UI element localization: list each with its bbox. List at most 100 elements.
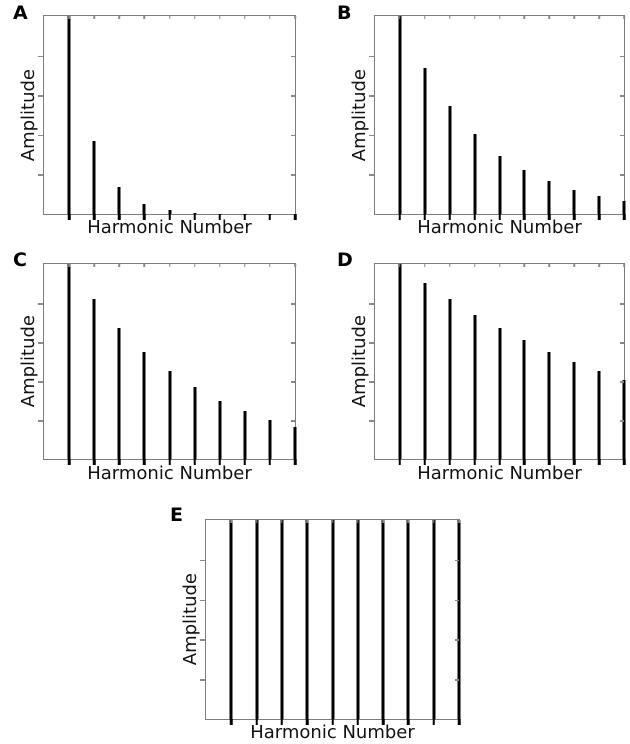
stem-bar-harmonic-4	[473, 314, 477, 459]
stem-bar-harmonic-5	[498, 328, 501, 459]
panel-letter: D	[337, 249, 353, 271]
y-axis-tick-mirror	[291, 342, 295, 344]
stem-bar-harmonic-1	[67, 264, 71, 459]
panel-letter: E	[170, 504, 183, 526]
plot-area	[369, 15, 626, 220]
x-axis-tick	[572, 459, 576, 465]
plot-area	[38, 263, 297, 465]
x-axis-tick	[230, 719, 233, 725]
x-axis-tick	[597, 214, 601, 220]
x-axis-tick-mirror	[357, 520, 359, 523]
x-axis-tick	[423, 459, 427, 465]
stem-bar-harmonic-9	[432, 520, 436, 719]
x-axis-tick-mirror	[143, 264, 146, 267]
x-axis-tick-mirror	[523, 264, 526, 267]
x-axis-tick	[168, 214, 171, 220]
y-axis-tick	[38, 420, 43, 422]
x-axis-tick-mirror	[399, 16, 401, 19]
y-axis-tick	[200, 679, 205, 681]
stem-bar-harmonic-9	[597, 196, 601, 214]
stem-bar-harmonic-2	[423, 282, 427, 459]
stem-bar-harmonic-5	[498, 155, 501, 214]
x-axis-tick-mirror	[623, 16, 625, 19]
y-axis-tick-mirror	[291, 174, 295, 176]
y-axis-tick	[369, 381, 374, 383]
stem-bar-harmonic-9	[597, 371, 601, 459]
x-axis-tick	[218, 214, 221, 220]
y-axis-tick	[369, 55, 374, 58]
stem-bar-harmonic-2	[92, 299, 96, 459]
x-axis-tick	[398, 214, 402, 220]
stem-bar-harmonic-5	[168, 371, 171, 459]
x-axis-tick-mirror	[473, 264, 476, 267]
x-axis-tick-mirror	[523, 16, 526, 19]
x-axis-tick-mirror	[230, 520, 233, 523]
y-axis-tick-mirror	[620, 420, 624, 422]
x-axis-tick	[498, 459, 501, 465]
y-axis-tick	[369, 342, 374, 344]
x-axis-tick	[523, 459, 526, 465]
stem-bar-harmonic-4	[142, 351, 146, 459]
stem-bar-harmonic-3	[117, 328, 121, 459]
stem-bar-harmonic-10	[457, 520, 461, 719]
y-axis-tick-mirror	[455, 559, 459, 562]
plot-area	[200, 519, 461, 725]
x-axis-tick	[92, 459, 96, 465]
stem-bar-harmonic-2	[92, 140, 96, 214]
y-axis-tick	[369, 174, 374, 176]
stem-bar-harmonic-3	[117, 187, 121, 214]
stem-bar-harmonic-10	[622, 201, 626, 214]
y-axis-tick-mirror	[455, 639, 459, 641]
x-axis-tick	[407, 719, 410, 725]
stem-bar-harmonic-1	[229, 520, 233, 719]
stem-bar-harmonic-4	[305, 520, 309, 719]
x-axis-label: Harmonic Number	[250, 722, 415, 743]
x-axis-tick-mirror	[306, 520, 308, 523]
panel-letter: B	[337, 2, 352, 24]
x-axis-tick-mirror	[382, 520, 384, 523]
x-axis-tick-mirror	[93, 264, 95, 267]
stem-bar-harmonic-5	[168, 210, 171, 214]
x-axis-tick	[572, 214, 576, 220]
stem-bar-harmonic-7	[381, 520, 385, 719]
x-axis-tick-mirror	[168, 264, 171, 267]
stem-bar-harmonic-6	[193, 386, 197, 459]
plot-area	[38, 15, 297, 220]
stem-bar-harmonic-8	[572, 361, 576, 459]
stem-bar-harmonic-3	[448, 106, 452, 214]
x-axis-tick-mirror	[548, 16, 551, 19]
x-axis-tick-mirror	[244, 16, 246, 19]
stem-bar-harmonic-10	[622, 380, 626, 459]
x-axis-tick	[457, 719, 461, 725]
x-axis-tick	[293, 214, 297, 220]
stem-bar-harmonic-8	[243, 411, 247, 459]
stem-bar-harmonic-6	[356, 520, 360, 719]
y-axis-tick-mirror	[291, 134, 295, 137]
x-axis-tick	[473, 459, 476, 465]
stem-bar-harmonic-2	[255, 520, 259, 719]
y-axis-tick-mirror	[620, 174, 624, 176]
stem-bar-harmonic-7	[218, 400, 222, 459]
x-axis-label: Harmonic Number	[87, 463, 252, 484]
x-axis-tick-mirror	[218, 264, 221, 267]
x-axis-tick	[280, 719, 284, 725]
y-axis-tick-mirror	[620, 381, 624, 383]
x-axis-tick-mirror	[448, 264, 451, 267]
x-axis-tick-mirror	[424, 264, 426, 267]
x-axis-tick	[305, 719, 309, 725]
x-axis-tick	[118, 214, 121, 220]
panel-letter: A	[13, 2, 28, 24]
x-axis-tick	[356, 719, 360, 725]
stem-bar-harmonic-5	[331, 520, 334, 719]
x-axis-tick	[548, 214, 551, 220]
y-axis-tick-mirror	[291, 420, 295, 422]
stem-bar-harmonic-6	[522, 170, 526, 214]
x-axis-tick-mirror	[448, 16, 451, 19]
stem-bar-harmonic-10	[293, 426, 297, 459]
x-axis-tick	[473, 214, 476, 220]
x-axis-tick	[448, 214, 451, 220]
